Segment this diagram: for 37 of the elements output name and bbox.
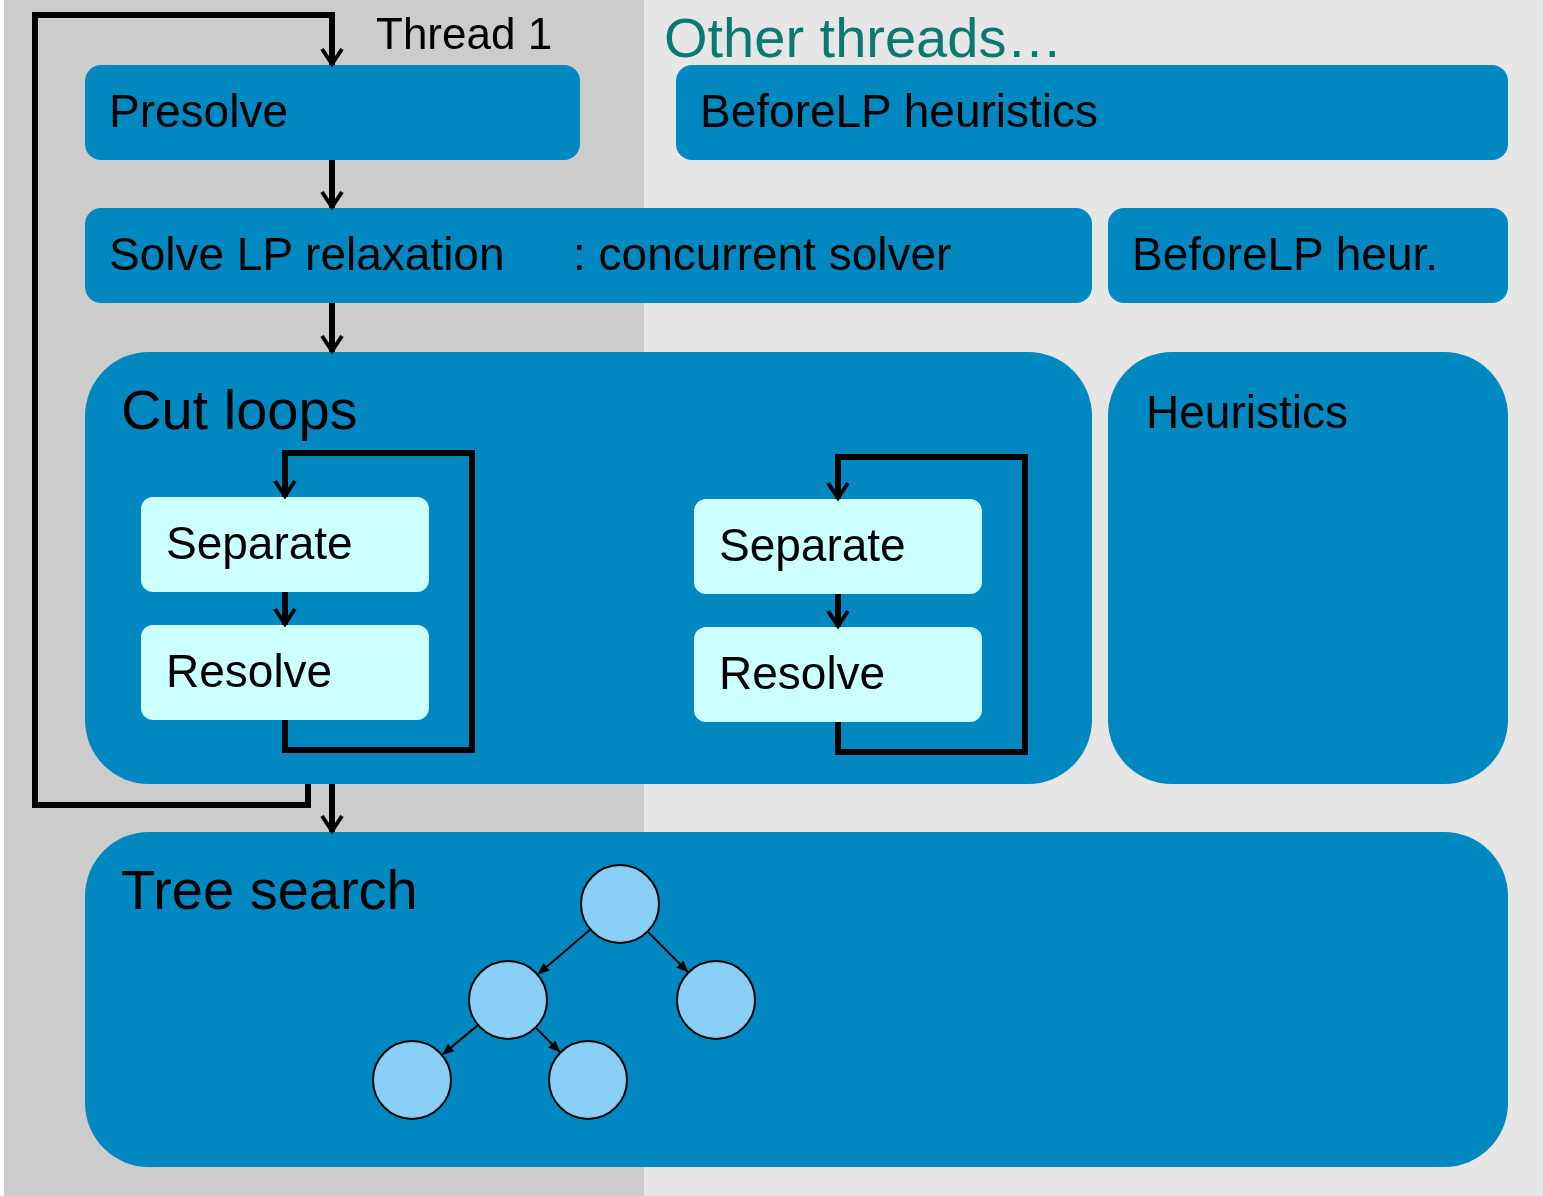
group-heading: Other threads… [664, 10, 1063, 66]
node-label: Solve LP relaxation [109, 228, 505, 280]
flow-arrow [273, 450, 475, 753]
node-label: Separate [719, 519, 906, 571]
tree-arrow [441, 1024, 479, 1056]
node-label: : concurrent solver [573, 228, 952, 280]
step-box [694, 627, 982, 722]
flow-arrow [32, 12, 344, 808]
flow-arrow [826, 454, 1028, 755]
stage-panel [1108, 352, 1508, 784]
step-box [141, 497, 429, 592]
flow-arrow [320, 303, 344, 353]
flow-arrow [273, 592, 297, 626]
process-box [676, 65, 1508, 160]
flow-arrow [320, 160, 344, 209]
flow-arrow [320, 784, 344, 833]
step-box [141, 625, 429, 720]
tree-arrow [535, 1027, 561, 1053]
tree-arrow [647, 931, 689, 973]
node-label: Resolve [166, 645, 333, 697]
process-box [85, 208, 1092, 303]
node-label: Cut loops [121, 378, 358, 442]
process-box [85, 65, 580, 160]
process-box [1108, 208, 1508, 303]
node-label: Tree search [121, 858, 418, 922]
tree-arrow [537, 929, 591, 975]
node-label: Presolve [109, 85, 288, 137]
thread-label: Thread 1 [376, 12, 553, 56]
node-label: BeforeLP heur. [1132, 228, 1439, 280]
stage-panel [85, 832, 1508, 1167]
node-label: Separate [166, 517, 353, 569]
node-label: Resolve [719, 647, 886, 699]
node-label: Heuristics [1146, 386, 1348, 438]
flow-arrow [826, 594, 850, 628]
stage-panel [85, 352, 1092, 784]
node-label: BeforeLP heuristics [700, 85, 1099, 137]
step-box [694, 499, 982, 594]
